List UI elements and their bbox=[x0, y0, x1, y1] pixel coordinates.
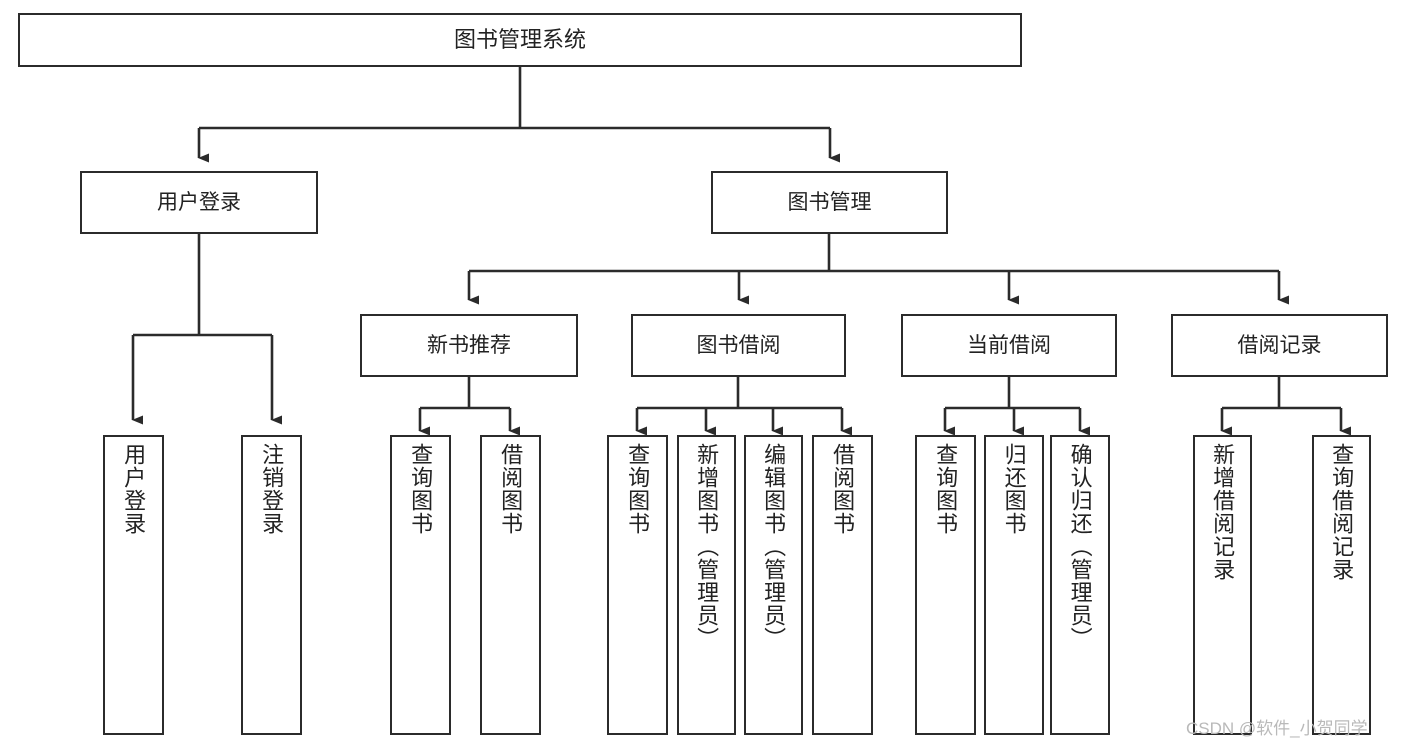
node-label: 归还图书 bbox=[1001, 443, 1027, 535]
node-label: 编辑图书（管理员） bbox=[761, 443, 787, 650]
node-label: 新书推荐 bbox=[427, 333, 511, 357]
node-user-login[interactable]: 用户登录 bbox=[80, 171, 318, 234]
watermark-text: CSDN @软件_小贺同学 bbox=[1186, 719, 1368, 738]
leaf-user-login-logout[interactable]: 注销登录 bbox=[241, 435, 302, 735]
node-current-borrow[interactable]: 当前借阅 bbox=[901, 314, 1117, 377]
node-label: 查询图书 bbox=[408, 443, 434, 535]
node-book-management[interactable]: 图书管理 bbox=[711, 171, 948, 234]
node-label: 借阅图书 bbox=[498, 443, 524, 535]
leaf-borrow-add-book[interactable]: 新增图书（管理员） bbox=[677, 435, 736, 735]
leaf-record-add-record[interactable]: 新增借阅记录 bbox=[1193, 435, 1252, 735]
node-label: 新增借阅记录 bbox=[1210, 443, 1236, 581]
leaf-recommend-query-book[interactable]: 查询图书 bbox=[390, 435, 451, 735]
node-label: 图书管理 bbox=[787, 190, 872, 214]
leaf-current-confirm-return[interactable]: 确认归还（管理员） bbox=[1050, 435, 1110, 735]
node-label: 图书借阅 bbox=[696, 333, 781, 357]
node-label: 新增图书（管理员） bbox=[694, 443, 720, 650]
leaf-user-login-login[interactable]: 用户登录 bbox=[103, 435, 164, 735]
leaf-borrow-edit-book[interactable]: 编辑图书（管理员） bbox=[744, 435, 803, 735]
leaf-recommend-borrow-book[interactable]: 借阅图书 bbox=[480, 435, 541, 735]
leaf-record-query-record[interactable]: 查询借阅记录 bbox=[1312, 435, 1371, 735]
node-label: 当前借阅 bbox=[967, 333, 1051, 357]
node-label: 查询借阅记录 bbox=[1329, 443, 1355, 581]
node-label: 借阅图书 bbox=[830, 443, 856, 535]
node-label: 借阅记录 bbox=[1237, 333, 1322, 357]
node-label: 查询图书 bbox=[625, 443, 651, 535]
leaf-borrow-query-book[interactable]: 查询图书 bbox=[607, 435, 668, 735]
leaf-current-return-book[interactable]: 归还图书 bbox=[984, 435, 1044, 735]
node-book-borrow[interactable]: 图书借阅 bbox=[631, 314, 846, 377]
node-label: 图书管理系统 bbox=[453, 26, 586, 52]
node-borrow-record[interactable]: 借阅记录 bbox=[1171, 314, 1388, 377]
node-root[interactable]: 图书管理系统 bbox=[18, 13, 1022, 67]
node-label: 查询图书 bbox=[933, 443, 959, 535]
leaf-borrow-borrow-book[interactable]: 借阅图书 bbox=[812, 435, 873, 735]
leaf-current-query-book[interactable]: 查询图书 bbox=[915, 435, 976, 735]
node-label: 确认归还（管理员） bbox=[1067, 443, 1093, 650]
node-new-book-recommend[interactable]: 新书推荐 bbox=[360, 314, 578, 377]
node-label: 用户登录 bbox=[157, 190, 241, 214]
node-label: 用户登录 bbox=[121, 443, 147, 535]
node-label: 注销登录 bbox=[259, 443, 285, 535]
